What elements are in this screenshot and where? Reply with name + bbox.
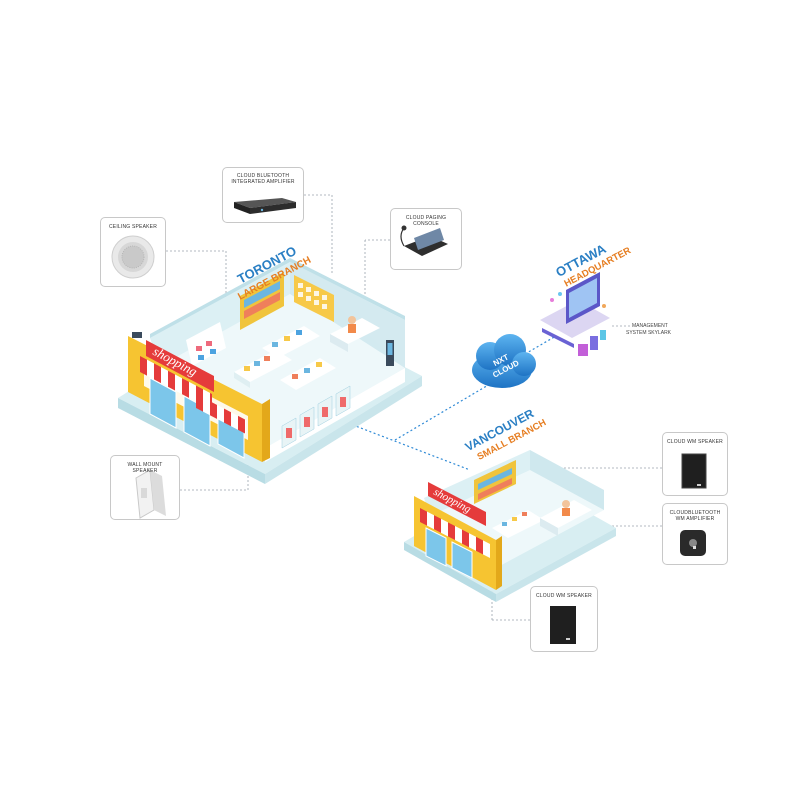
ceiling-speaker-icon xyxy=(111,235,155,279)
toronto-store: shopping xyxy=(118,258,422,484)
management-label-2: SYSTEM SKYLARK xyxy=(626,330,672,336)
vancouver-store: shopping xyxy=(404,450,616,602)
cloud-wm-speaker-label: CLOUD WM SPEAKER xyxy=(667,439,723,445)
cloud-amplifier-icon xyxy=(234,198,296,214)
ceiling-speaker-label: CEILING SPEAKER xyxy=(108,224,157,230)
cloud-wm-speaker-bottom-icon xyxy=(550,606,576,644)
wall-mount-speaker-icon xyxy=(135,469,166,519)
paging-console-label: CLOUD PAGING CONSOLE xyxy=(405,215,447,227)
cloud-wm-speaker-bottom-label: CLOUD WM SPEAKER xyxy=(536,593,592,599)
cloud-wm-speaker-card: CLOUD WM SPEAKER xyxy=(662,432,728,496)
cloud-amplifier-label: CLOUD BLUETOOTH INTEGRATED AMPLIFIER xyxy=(231,173,295,185)
management-workstation xyxy=(540,272,610,356)
nxt-cloud: NXT CLOUD xyxy=(472,334,536,388)
wall-mount-speaker-card: WALL MOUNT SPEAKER xyxy=(110,455,180,520)
wm-amplifier-icon xyxy=(680,530,706,556)
cloud-links xyxy=(339,335,557,471)
wm-amplifier-card: CLOUDBLUETOOTH WM AMPLIFIER xyxy=(662,503,728,565)
paging-console-card: CLOUD PAGING CONSOLE xyxy=(390,208,462,270)
ceiling-speaker-card: CEILING SPEAKER xyxy=(100,217,166,287)
cloud-amplifier-card: CLOUD BLUETOOTH INTEGRATED AMPLIFIER xyxy=(222,167,304,223)
cloud-wm-speaker-icon xyxy=(681,453,707,489)
wall-mount-speaker-label: WALL MOUNT SPEAKER xyxy=(127,462,163,474)
management-label-1: MANAGEMENT xyxy=(632,323,668,329)
cloud-wm-speaker-bottom-card: CLOUD WM SPEAKER xyxy=(530,586,598,652)
paging-console-icon xyxy=(400,225,448,256)
wm-amplifier-label: CLOUDBLUETOOTH WM AMPLIFIER xyxy=(669,510,721,522)
